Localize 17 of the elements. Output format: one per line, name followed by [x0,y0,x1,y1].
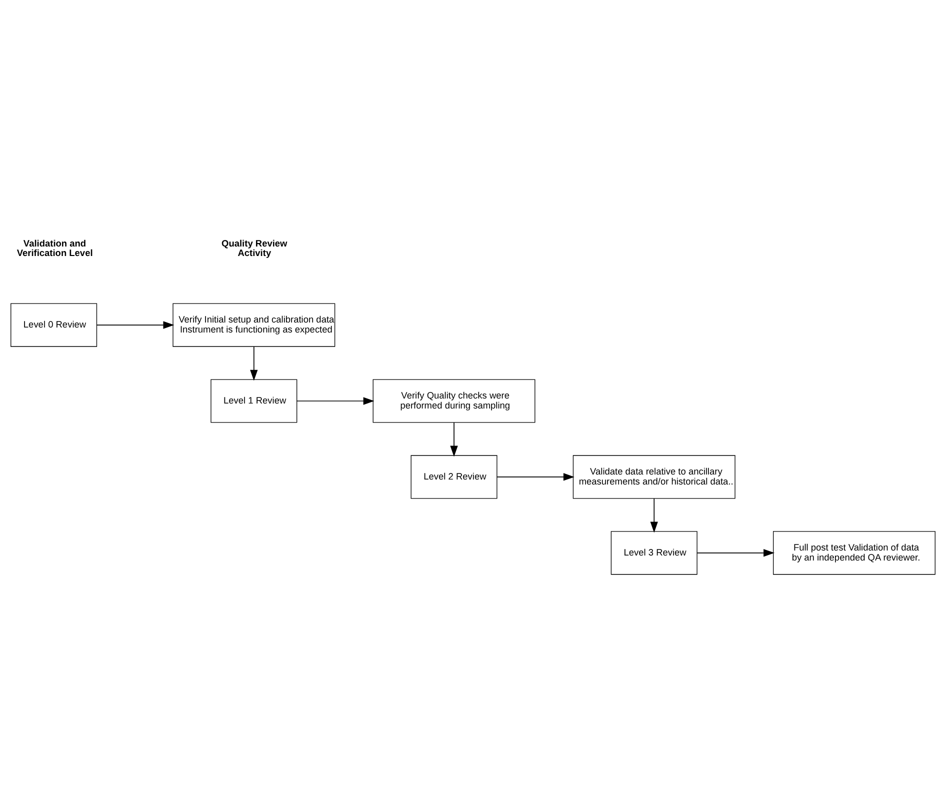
arrow [250,346,258,380]
arrow [450,422,458,456]
node-box: Verify Quality checks were performed during sampling [372,378,536,422]
arrow [96,320,174,328]
node-box: Full post test Validation of data by an independed QA reviewer. [773,530,936,574]
node-box: Level 3 Review [610,530,698,574]
node-box: Level 2 Review [410,454,498,498]
arrow [650,498,658,532]
node-box: Validate data relative to ancillary measurements and/or historical data.. [572,454,736,498]
arrow [296,396,374,404]
arrow [696,548,775,556]
arrow [496,472,574,480]
label: Quality Review Activity [222,238,288,258]
label: Validation and Verification Level [16,238,93,258]
node-box: Verify Initial setup and calibration data Instrument is functioning as expected [172,302,336,346]
node-box: Level 0 Review [10,302,98,346]
node-box: Level 1 Review [210,378,298,422]
